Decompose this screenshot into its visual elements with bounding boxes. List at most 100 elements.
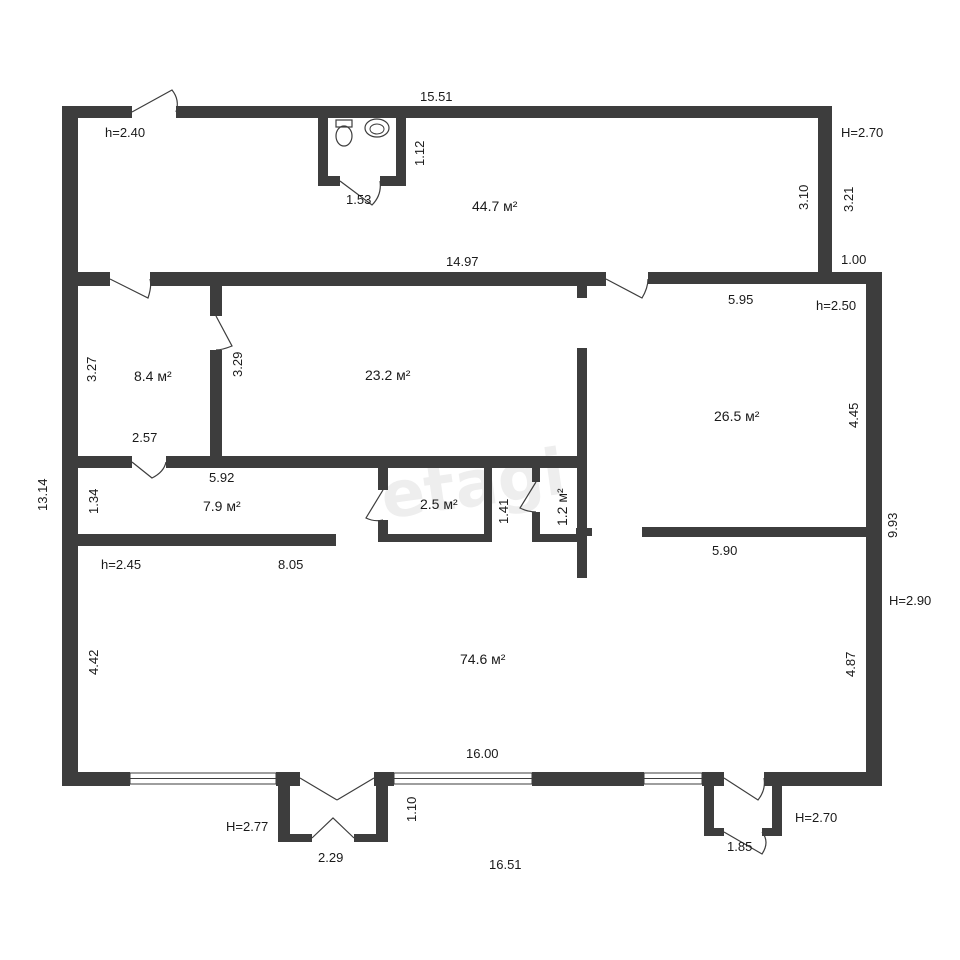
dim-corridor-depth: 1.34 [86, 489, 101, 514]
wall-corridor-top-left [62, 456, 132, 468]
wall-closet-b-stub [576, 528, 592, 536]
room-area-small: 8.4 м² [134, 368, 172, 384]
dim-bathroom-width: 1.53 [346, 192, 371, 207]
wall-bottom-c [374, 772, 394, 786]
door-corridor-left [109, 278, 152, 299]
door-vestibule-left-outer [299, 777, 375, 801]
wall-bathroom-left [318, 106, 328, 186]
dim-top-outer: 15.51 [420, 89, 453, 104]
wall-closet-a-left-bottom [378, 520, 388, 542]
dim-hall-left-depth: 4.42 [86, 650, 101, 675]
room-area-corridor: 7.9 м² [203, 498, 241, 514]
fixtures [335, 118, 390, 147]
wall-vestibule-right-a [704, 786, 714, 836]
room-area-closet-a: 2.5 м² [420, 496, 458, 512]
wall-bathroom-bottom-left [318, 176, 340, 186]
wall-closet-b-bottom [532, 534, 586, 542]
wall-right-partition [642, 527, 872, 537]
wall-bottom-a [62, 772, 130, 786]
wall-top-left-stub [62, 106, 132, 118]
room-area-hall: 74.6 м² [460, 651, 506, 667]
windows [129, 772, 703, 785]
wall-small-room-right [210, 350, 222, 460]
door-mid-room [215, 315, 233, 351]
dim-bathroom-depth: 1.12 [412, 141, 427, 166]
dim-hall-right-depth: 4.87 [843, 652, 858, 677]
wall-bottom-d [532, 772, 644, 786]
door-closet-b [519, 481, 537, 513]
toilet-icon [335, 119, 353, 147]
dim-vestibule-left-depth: 1.10 [404, 797, 419, 822]
wall-closet-a-left [378, 462, 388, 490]
wall-closet-b-left [532, 462, 540, 482]
wall-bathroom-right [396, 106, 406, 186]
wall-vestibule-left-b [376, 786, 388, 842]
dim-hall-h: h=2.45 [101, 557, 141, 572]
door-vestibule-left-inner [311, 817, 355, 839]
wall-right [866, 272, 882, 786]
wall-closet-a-right [484, 462, 492, 542]
dim-closet-a-depth: 1.41 [496, 499, 511, 524]
wall-vestibule-right-d [762, 828, 782, 836]
wall-corridor-top [166, 456, 586, 468]
door-closet-a [365, 489, 384, 522]
dim-top-right-inner: 3.10 [796, 185, 811, 210]
wall-corridor-main [150, 272, 606, 286]
watermark: etagi [376, 436, 569, 535]
dim-room-right-h: h=2.50 [816, 298, 856, 313]
dim-right-outer: 9.93 [885, 513, 900, 538]
dim-bottom-outer: 16.51 [489, 857, 522, 872]
dim-partition-right: 5.90 [712, 543, 737, 558]
room-area-mid: 23.2 м² [365, 367, 411, 383]
dim-corridor-wall: 14.97 [446, 254, 479, 269]
wall-top [176, 106, 832, 118]
dim-top-right-outer: 3.21 [841, 187, 856, 212]
dim-mid-room-depth: 3.29 [230, 352, 245, 377]
wall-vestibule-left-d [354, 834, 388, 842]
dimension-labels: 15.51 h=2.40 1.12 1.53 3.10 3.21 H=2.70 … [35, 89, 931, 872]
wall-bathroom-bottom-right [380, 176, 406, 186]
wall-left [62, 106, 78, 786]
dim-room-right-width: 5.95 [728, 292, 753, 307]
door-right-room [605, 278, 649, 299]
wall-closet-b-left-bottom [532, 512, 540, 542]
dim-top-right-H: H=2.70 [841, 125, 883, 140]
dim-vestibule-left-width: 2.29 [318, 850, 343, 865]
dim-top-h: h=2.40 [105, 125, 145, 140]
wall-bottom-f [764, 772, 882, 786]
dim-right-H: H=2.90 [889, 593, 931, 608]
wall-vestibule-right-c [704, 828, 724, 836]
dim-small-room-depth: 3.27 [84, 357, 99, 382]
wall-mid-right-top [577, 284, 587, 298]
dim-bottom-inner: 16.00 [466, 746, 499, 761]
door-small-room [131, 461, 167, 479]
room-area-right: 26.5 м² [714, 408, 760, 424]
dim-left-outer: 13.14 [35, 478, 50, 511]
room-area-top: 44.7 м² [472, 198, 518, 214]
wall-vestibule-left-c [278, 834, 312, 842]
wall-corridor-left-stub [62, 272, 110, 286]
door-bathroom [339, 180, 381, 206]
dim-small-room-width: 2.57 [132, 430, 157, 445]
wall-vestibule-right-b [772, 786, 782, 836]
doors [109, 89, 767, 855]
wall-small-room-right-top [210, 284, 222, 316]
wall-vestibule-left-a [278, 786, 290, 842]
wall-corridor-right [648, 272, 882, 284]
dim-corridor-width: 5.92 [209, 470, 234, 485]
dim-room-right-depth: 4.45 [846, 403, 861, 428]
wall-closet-a-bottom [378, 534, 492, 542]
wall-mid-right [577, 348, 587, 578]
wall-bottom-b [276, 772, 300, 786]
room-area-closet-b: 1.2 м² [554, 488, 570, 526]
wall-corridor-bottom [62, 534, 336, 546]
door-vestibule-right [723, 777, 767, 855]
wall-bottom-e [702, 772, 724, 786]
room-labels: 44.7 м² 8.4 м² 23.2 м² 26.5 м² 7.9 м² 2.… [134, 198, 760, 667]
door-entry-top [131, 89, 178, 113]
dim-step: 1.00 [841, 252, 866, 267]
dim-vestibule-right-width: 1.85 [727, 839, 752, 854]
dim-vestibule-right-H: H=2.70 [795, 810, 837, 825]
dim-partition-left: 8.05 [278, 557, 303, 572]
